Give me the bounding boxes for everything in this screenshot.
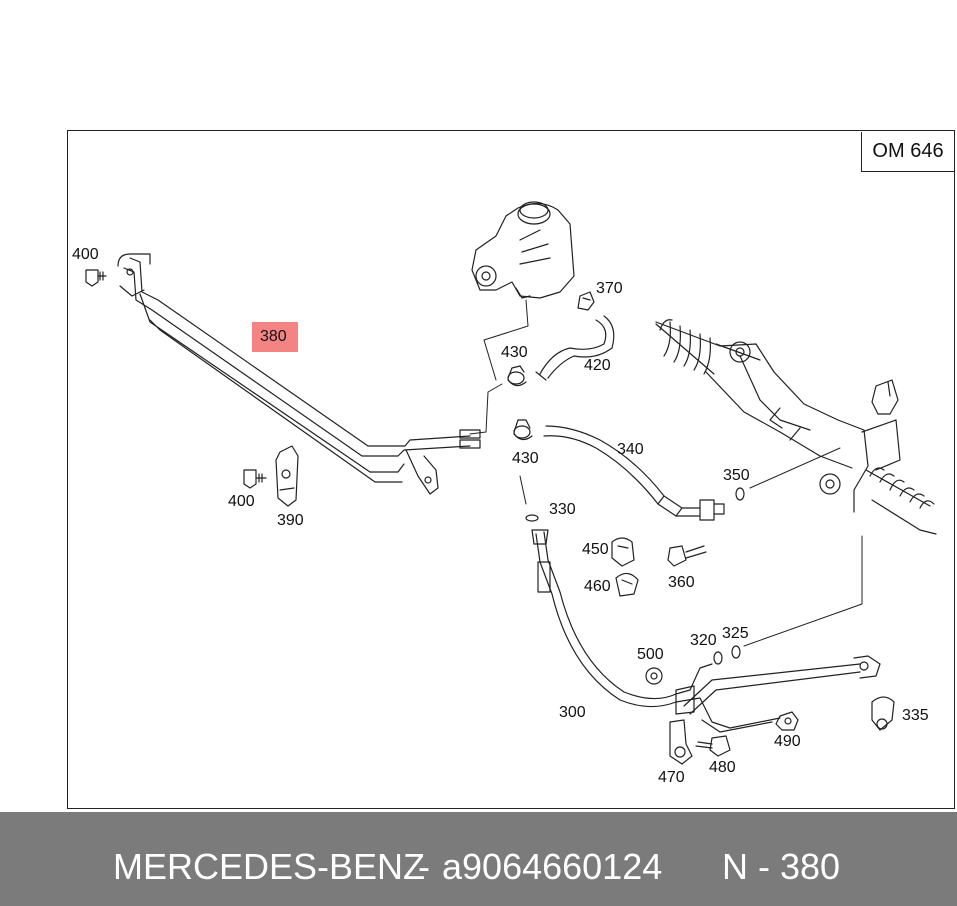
part-480-bolt[interactable] [695, 735, 731, 757]
label-325: 325 [722, 625, 749, 642]
part-450-clamp[interactable] [611, 537, 635, 567]
part-340-pressure-hose[interactable] [543, 425, 725, 521]
diagram-frame [67, 130, 955, 809]
label-335: 335 [902, 707, 929, 724]
label-360: 360 [668, 574, 695, 591]
label-450: 450 [582, 541, 609, 558]
steering-gear-rack [655, 319, 937, 535]
label-430-lower: 430 [512, 450, 539, 467]
footer-part-number: a9064660124 [442, 846, 663, 887]
footer-brand: MERCEDES-BENZ [113, 846, 426, 887]
label-500: 500 [637, 646, 664, 663]
part-430-clamp-upper[interactable] [507, 365, 527, 387]
label-340: 340 [617, 441, 644, 458]
part-400-bolt-upper[interactable] [85, 269, 107, 287]
part-380-return-line[interactable] [117, 253, 481, 495]
label-490: 490 [774, 733, 801, 750]
part-360-banjo-bolt[interactable] [667, 545, 707, 567]
parts-drawing [85, 201, 937, 765]
engine-code-box: OM 646 [861, 132, 954, 172]
highlight-380 [252, 322, 298, 352]
part-350-o-ring[interactable] [735, 487, 745, 501]
leader-lines [469, 299, 863, 647]
part-420-hose[interactable] [535, 315, 615, 381]
label-350: 350 [723, 467, 750, 484]
label-420: 420 [584, 357, 611, 374]
footer-bar: MERCEDES-BENZ - a9064660124 N - 380 [0, 812, 957, 906]
part-390-bracket[interactable] [275, 445, 299, 507]
footer-separator: - [418, 846, 430, 887]
part-325-o-ring[interactable] [731, 645, 741, 659]
part-500-washer[interactable] [645, 667, 663, 685]
part-330-o-ring[interactable] [525, 514, 539, 522]
label-300: 300 [559, 704, 586, 721]
label-430-upper: 430 [501, 344, 528, 361]
label-330: 330 [549, 501, 576, 518]
part-490-nut[interactable] [775, 711, 799, 731]
label-370: 370 [596, 280, 623, 297]
label-320: 320 [690, 632, 717, 649]
part-300-hose[interactable] [531, 529, 677, 708]
label-480: 480 [709, 759, 736, 776]
label-400-upper: 400 [72, 246, 99, 263]
part-370-clip[interactable] [577, 291, 595, 311]
part-460-clamp[interactable] [615, 572, 639, 597]
label-380[interactable]: 380 [260, 328, 287, 345]
label-460: 460 [584, 578, 611, 595]
part-320-o-ring[interactable] [713, 651, 723, 665]
part-400-bolt-lower[interactable] [243, 469, 267, 489]
lower-tube-assembly [675, 655, 881, 733]
part-430-clamp-lower[interactable] [513, 419, 533, 441]
label-400-lower: 400 [228, 493, 255, 510]
footer-position: N - 380 [722, 846, 841, 887]
part-335-clamp[interactable] [871, 696, 895, 731]
label-390: 390 [277, 512, 304, 529]
label-470: 470 [658, 769, 685, 786]
power-steering-pump [471, 201, 575, 299]
part-470-clamp[interactable] [669, 719, 693, 765]
